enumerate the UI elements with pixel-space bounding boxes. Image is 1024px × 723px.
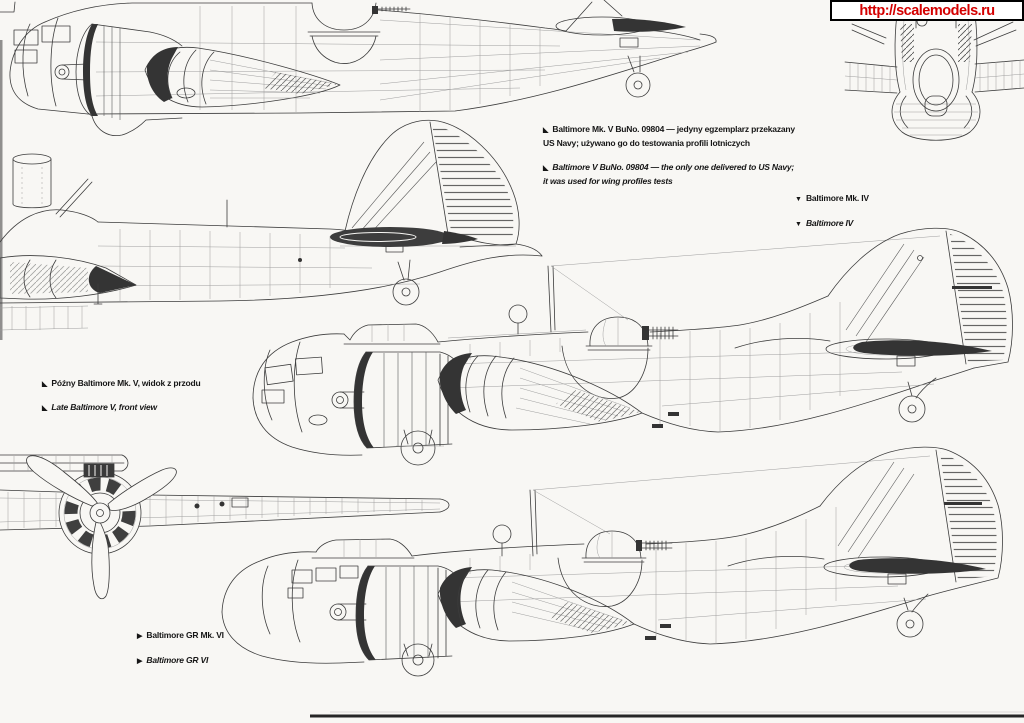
mk4-wing-root-section xyxy=(437,353,643,431)
gr6-main-landing-gear xyxy=(401,643,435,677)
mk4-fuselage xyxy=(437,295,975,433)
gr6-df-loop xyxy=(492,524,512,557)
triangle-marker-icon: ▼ xyxy=(795,196,802,203)
wing-trailing-section xyxy=(0,255,137,331)
caption-front-view-pl: ◣Późny Baltimore Mk. V, widok z przodu xyxy=(42,378,201,388)
mk5-wing-root-section xyxy=(144,46,341,108)
gr6-tailplane xyxy=(727,556,986,578)
mk4-df-loop xyxy=(508,304,528,335)
mk5-tail-unit xyxy=(555,0,717,43)
gr6-engine-nacelle xyxy=(355,565,459,661)
mk4-cockpit-canopy xyxy=(343,323,441,345)
mk4-main-landing-gear xyxy=(396,429,444,466)
caption-line: ◣Baltimore Mk. V BuNo. 09804 — jedyny eg… xyxy=(543,124,795,134)
gr6-tailwheel xyxy=(896,593,929,638)
gr6-nose xyxy=(221,551,367,664)
front-propeller xyxy=(26,455,177,600)
mk5-rear-fuselage-drawing xyxy=(0,119,543,331)
plan-canopy xyxy=(912,48,960,117)
mk4-dorsal-turret xyxy=(585,316,679,351)
triangle-marker-icon: ▼ xyxy=(795,221,802,228)
caption-line: US Navy; używano go do testowania profil… xyxy=(543,138,750,148)
caption-gr6-en: ▶Baltimore GR VI xyxy=(137,655,209,665)
next-page-drawing-edge xyxy=(310,711,1024,718)
mk4-tailplane xyxy=(734,338,992,360)
mk5-nose-glazing xyxy=(13,17,196,107)
mk5-front-view-drawing xyxy=(0,454,450,600)
tail-fin xyxy=(344,119,543,257)
nose-plan-view-drawing xyxy=(844,13,1024,141)
mk5-tailwheel xyxy=(625,55,651,98)
mk4-side-view-drawing xyxy=(252,227,1013,466)
watermark-url-text: http://scalemodels.ru xyxy=(859,2,995,19)
plan-wings xyxy=(844,21,1024,94)
plan-fuselage xyxy=(891,13,981,141)
caption-mk5-buno-en: ◣Baltimore V BuNo. 09804 — the only one … xyxy=(543,161,794,188)
scan-edge-shadow xyxy=(0,40,3,340)
caption-line: it was used for wing profiles tests xyxy=(543,176,673,186)
caption-line: ◣Baltimore V BuNo. 09804 — the only one … xyxy=(543,162,795,172)
tailplane xyxy=(330,227,478,247)
mk5-dorsal-turret xyxy=(307,2,411,64)
watermark-url: http://scalemodels.ru xyxy=(830,0,1024,21)
triangle-marker-icon: ◣ xyxy=(543,165,549,172)
gr6-antenna-mast xyxy=(529,455,931,557)
triangle-marker-icon: ◣ xyxy=(42,405,48,412)
caption-front-view-en: ◣Late Baltimore V, front view xyxy=(42,402,157,412)
gr6-wing-root-section xyxy=(437,567,635,642)
mk4-tailwheel xyxy=(898,377,937,423)
gr6-tail-fin xyxy=(819,446,1003,587)
mk5-side-view-drawing xyxy=(9,0,717,137)
triangle-marker-icon: ▶ xyxy=(137,658,143,665)
tailwheel xyxy=(392,259,420,306)
mk4-engine-nacelle xyxy=(353,351,459,449)
gr6-cockpit-canopy xyxy=(311,538,415,559)
open-gun-ring xyxy=(0,153,99,243)
mk5-fuselage xyxy=(9,2,717,115)
gr6-side-view-drawing xyxy=(221,446,1003,677)
mk5-engine-nacelle xyxy=(75,23,183,137)
gr6-fuselage xyxy=(411,505,967,645)
mk4-tail-fin xyxy=(827,227,1013,369)
mk4-antenna-mast xyxy=(547,235,941,333)
mk4-nose xyxy=(252,333,365,456)
caption-mk4-en: ▼Baltimore IV xyxy=(795,218,854,228)
gr6-dorsal-turret xyxy=(581,530,673,563)
triangle-marker-icon: ▶ xyxy=(137,633,143,640)
triangle-marker-icon: ◣ xyxy=(543,127,549,134)
caption-mk5-buno-pl: ◣Baltimore Mk. V BuNo. 09804 — jedyny eg… xyxy=(543,123,795,150)
caption-mk4-pl: ▼Baltimore Mk. IV xyxy=(795,193,869,203)
triangle-marker-icon: ◣ xyxy=(42,381,48,388)
page-corner-mark xyxy=(0,1,16,13)
caption-gr6-pl: ▶Baltimore GR Mk. VI xyxy=(137,630,224,640)
